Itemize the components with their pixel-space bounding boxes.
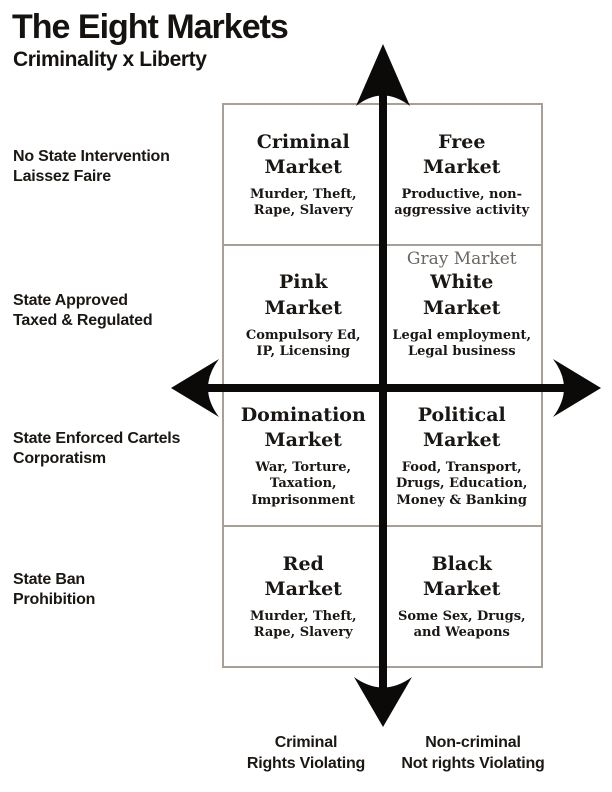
cell-desc: Some Sex, Drugs, and Weapons xyxy=(397,609,526,641)
cell-criminal-market: Criminal Market Murder, Theft, Rape, Sla… xyxy=(224,105,383,244)
cell-domination-market: Domination Market War, Torture, Taxation… xyxy=(224,387,383,526)
cell-desc: Food, Transport, Drugs, Education, Money… xyxy=(396,460,528,508)
gray-market-label: Gray Market xyxy=(406,248,517,269)
x-axis-label-non-criminal: Non-criminal Not rights Violating xyxy=(401,734,545,772)
row-label-state-enforced-cartels: State Enforced Cartels Corporatism xyxy=(13,430,181,468)
row-label-state-ban: State Ban Prohibition xyxy=(13,571,96,609)
cell-title: Criminal Market xyxy=(256,130,350,178)
cell-desc: Productive, non- aggressive activity xyxy=(394,186,530,218)
row-label-no-state-intervention: No State Intervention Laissez Faire xyxy=(13,148,170,186)
grid-row-4: Red Market Murder, Theft, Rape, Slavery … xyxy=(224,525,541,666)
arrowhead-right-icon xyxy=(553,359,601,417)
cell-pink-market: Pink Market Compulsory Ed, IP, Licensing xyxy=(224,246,383,385)
row-label-state-approved: State Approved Taxed & Regulated xyxy=(13,292,153,330)
cell-title: Pink Market xyxy=(264,271,342,319)
cell-desc: Compulsory Ed, IP, Licensing xyxy=(245,327,361,359)
markets-grid: Criminal Market Murder, Theft, Rape, Sla… xyxy=(222,103,543,668)
grid-row-1: Criminal Market Murder, Theft, Rape, Sla… xyxy=(224,105,541,244)
cell-title: Black Market xyxy=(423,552,501,601)
cell-white-market: Gray Market White Market Legal employmen… xyxy=(383,246,542,385)
cell-title: Red Market xyxy=(264,552,342,601)
grid-row-2: Pink Market Compulsory Ed, IP, Licensing… xyxy=(224,243,542,385)
cell-title: Political Market xyxy=(417,404,506,452)
cell-title: White Market xyxy=(423,271,501,319)
page-title: The Eight Markets xyxy=(12,8,289,46)
cell-red-market: Red Market Murder, Theft, Rape, Slavery xyxy=(224,527,383,666)
cell-desc: Murder, Theft, Rape, Slavery xyxy=(249,186,357,218)
cell-desc: Murder, Theft, Rape, Slavery xyxy=(249,609,357,641)
grid-row-3: Domination Market War, Torture, Taxation… xyxy=(224,384,542,526)
page-subtitle: Criminality x Liberty xyxy=(13,48,207,71)
cell-title: Domination Market xyxy=(240,404,366,452)
cell-desc: War, Torture, Taxation, Imprisonment xyxy=(251,460,356,508)
arrowhead-down-icon xyxy=(354,677,412,727)
arrowhead-left-icon xyxy=(171,359,219,417)
cell-title: Free Market xyxy=(423,130,501,178)
arrowhead-up-icon xyxy=(356,44,410,106)
cell-free-market: Free Market Productive, non- aggressive … xyxy=(383,105,542,244)
cell-black-market: Black Market Some Sex, Drugs, and Weapon… xyxy=(383,527,542,666)
cell-desc: Legal employment, Legal business xyxy=(392,327,532,359)
x-axis-label-criminal: Criminal Rights Violating xyxy=(246,734,366,772)
cell-political-market: Political Market Food, Transport, Drugs,… xyxy=(383,387,542,526)
